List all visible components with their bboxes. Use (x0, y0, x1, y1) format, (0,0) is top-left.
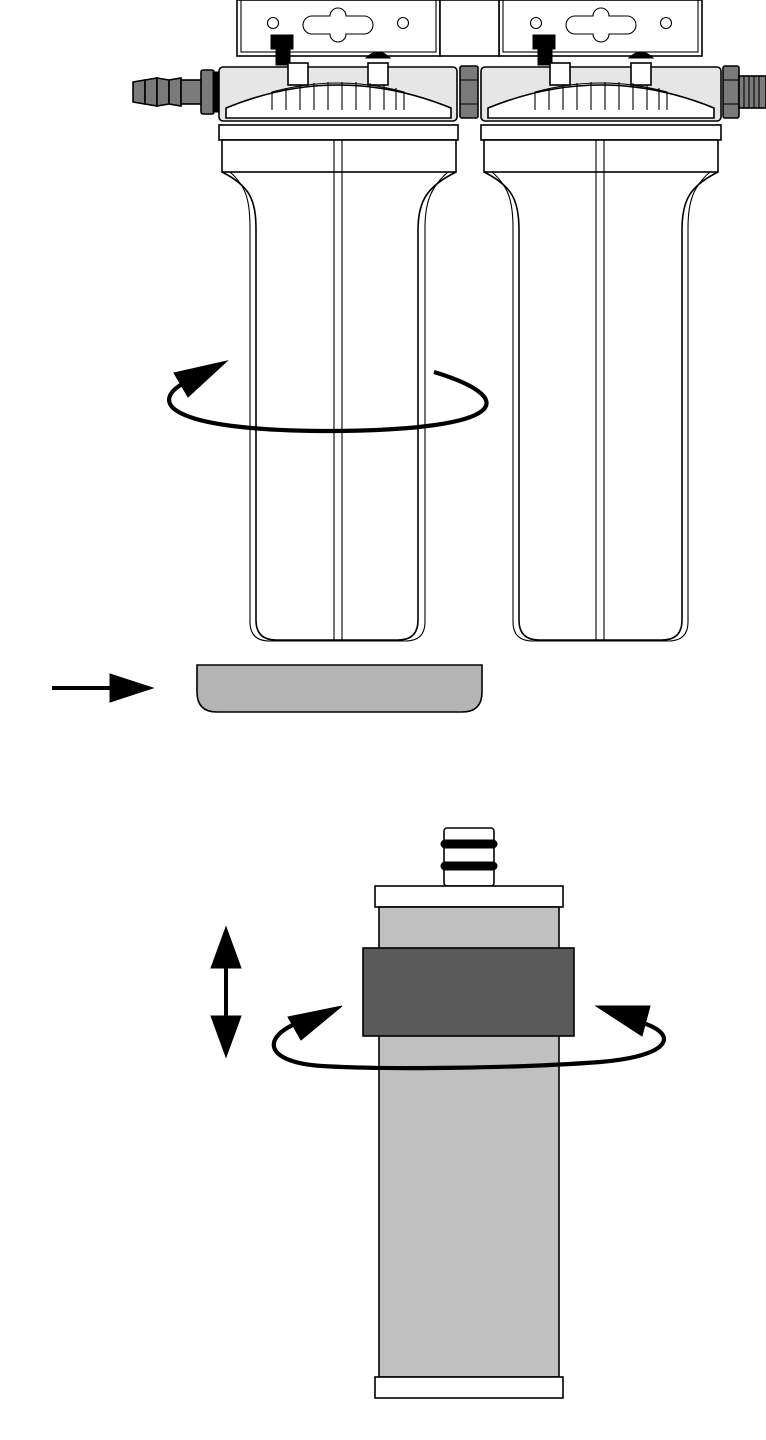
filter-bowl-left (218, 124, 459, 642)
cartridge-top-cap (374, 885, 564, 908)
filter-cartridge (271, 827, 666, 1399)
drip-tray (196, 664, 483, 713)
bracket-bridge (439, 0, 500, 57)
cartridge-nipple (440, 827, 498, 887)
twin-filter-housing (132, 0, 766, 642)
counter-clockwise-rotation-arrow-icon (167, 360, 489, 434)
center-coupling-nut (459, 65, 479, 119)
filter-bowl-right (480, 124, 722, 642)
housing-head-right (480, 62, 722, 122)
outlet-threaded-fitting (722, 65, 766, 119)
cartridge-bottom-cap (374, 1376, 564, 1399)
bidirectional-rotation-arrow-icon (271, 1005, 666, 1071)
mounting-bracket-left (236, 0, 441, 66)
mounting-bracket-right (498, 0, 703, 66)
drip-tray-insert (52, 664, 483, 713)
housing-head-left (218, 62, 458, 122)
up-down-arrow-icon (210, 925, 242, 1059)
inlet-hose-barb-fitting (132, 69, 220, 115)
right-arrow-icon (52, 673, 155, 703)
cartridge-band (362, 947, 575, 1037)
